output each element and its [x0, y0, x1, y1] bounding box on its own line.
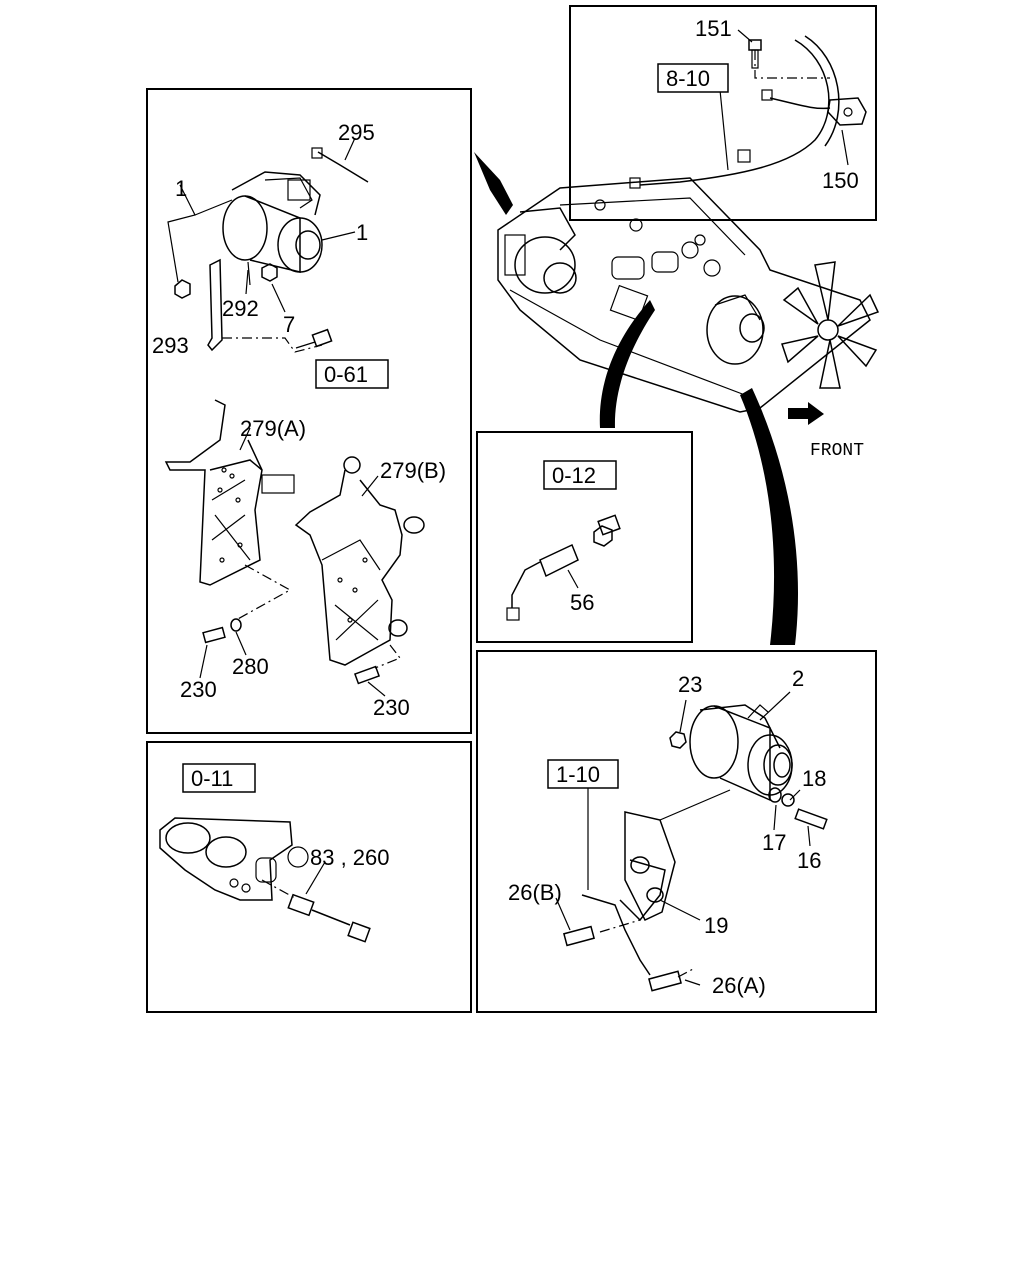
- bracket-279b: [294, 456, 425, 666]
- ref-box-1-10: [547, 759, 619, 789]
- bolt-230-right: [353, 665, 381, 685]
- label-295: 295: [338, 120, 375, 145]
- label-292: 292: [222, 296, 259, 321]
- label-150: 150: [822, 168, 859, 193]
- label-56: 56: [570, 590, 594, 615]
- label-8-10: 8-10: [666, 66, 710, 91]
- label-2: 2: [792, 666, 804, 691]
- starter-drawing: [174, 147, 369, 352]
- label-279b: 279(B): [380, 458, 446, 483]
- label-280: 280: [232, 654, 269, 679]
- harness-drawing: [629, 35, 867, 189]
- manifold-drawing: [159, 817, 371, 943]
- callout-arrow-starter: [474, 152, 513, 215]
- label-1-left: 1: [175, 176, 187, 201]
- ref-box-0-11: [182, 763, 256, 793]
- label-293: 293: [152, 333, 189, 358]
- label-230-left: 230: [180, 677, 217, 702]
- label-7: 7: [283, 312, 295, 337]
- label-0-11: 0-11: [191, 766, 233, 791]
- label-19: 19: [704, 913, 728, 938]
- label-23: 23: [678, 672, 702, 697]
- panel-sensor-0-12: [476, 431, 693, 643]
- engine-overview: [497, 177, 880, 425]
- label-0-12: 0-12: [552, 463, 596, 488]
- ref-box-8-10: [657, 63, 729, 93]
- front-arrow: [788, 402, 824, 425]
- bolt-230-left: [202, 626, 226, 644]
- bracket-279a: [164, 399, 295, 586]
- callout-arrow-sensor: [599, 300, 655, 428]
- washer-280: [230, 618, 242, 632]
- label-front: FRONT: [810, 441, 864, 461]
- label-83-260: 83 , 260: [310, 845, 390, 870]
- panel-manifold-sensor: [146, 741, 472, 1013]
- ref-box-0-61: [315, 359, 389, 389]
- label-1-10: 1-10: [556, 762, 600, 787]
- label-1-right: 1: [356, 220, 368, 245]
- label-151: 151: [695, 16, 732, 41]
- label-26a: 26(A): [712, 973, 766, 998]
- panel-harness: [569, 5, 877, 221]
- sensor-0-12-drawing: [506, 514, 621, 621]
- panel-alternator: [476, 650, 877, 1013]
- label-230-right: 230: [373, 695, 410, 720]
- label-279a: 279(A): [240, 416, 306, 441]
- label-0-61: 0-61: [324, 362, 368, 387]
- label-26b: 26(B): [508, 880, 562, 905]
- alternator-drawing: [563, 704, 828, 992]
- panel-starter: [146, 88, 472, 734]
- callout-arrow-alternator: [740, 388, 799, 645]
- label-16: 16: [797, 848, 821, 873]
- ref-box-0-12: [543, 460, 617, 490]
- label-17: 17: [762, 830, 786, 855]
- label-18: 18: [802, 766, 826, 791]
